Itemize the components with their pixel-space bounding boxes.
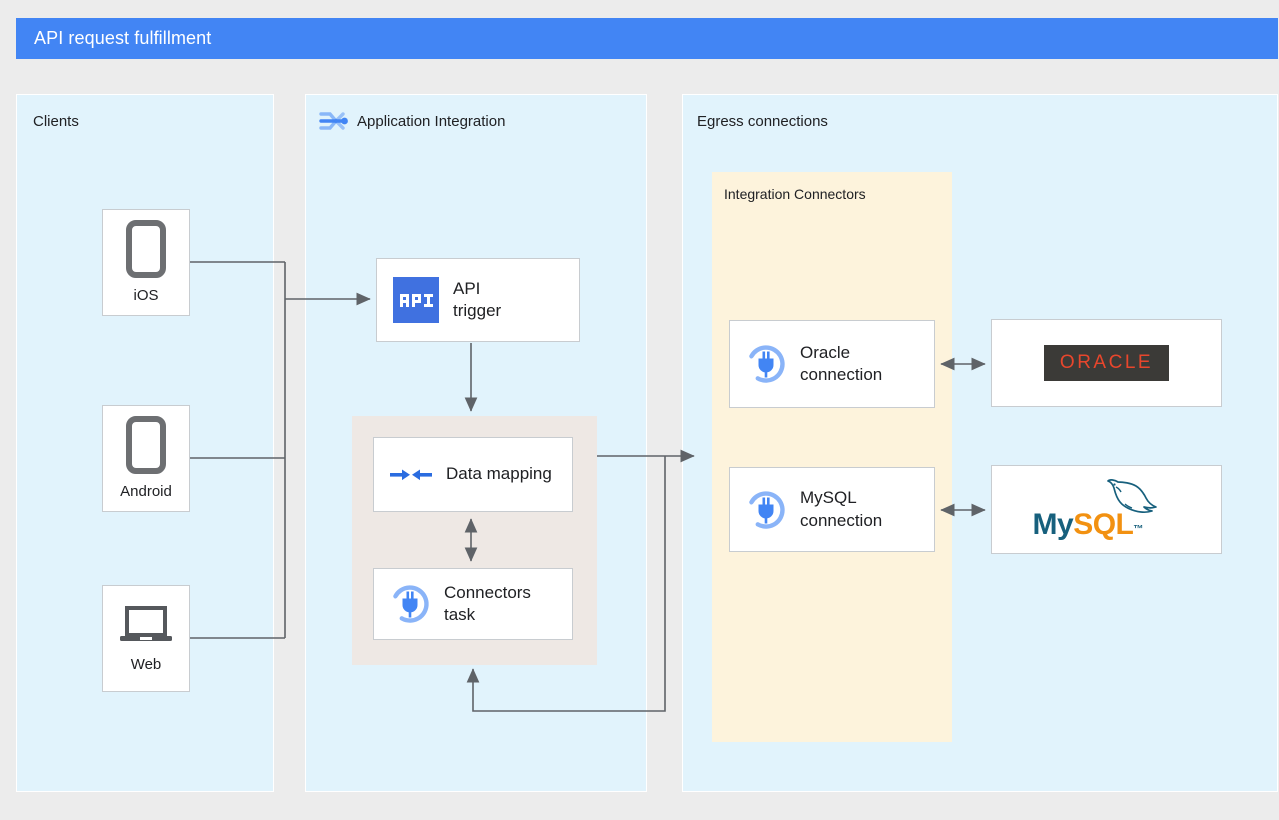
connector-plug-icon — [746, 490, 786, 530]
diagram-title: API request fulfillment — [34, 28, 212, 48]
node-label-connectors-task: Connectors task — [444, 582, 531, 624]
panel-label-application-integration: Application Integration — [357, 113, 506, 130]
node-label-data-mapping: Data mapping — [446, 464, 552, 484]
mysql-logo: MySQL™ — [1027, 478, 1187, 542]
laptop-icon — [118, 603, 174, 647]
panel-label-clients: Clients — [33, 113, 79, 130]
panel-label-egress-connections: Egress connections — [697, 113, 828, 130]
mysql-wordmark: MySQL™ — [1032, 507, 1144, 542]
node-oracle-connection[interactable]: Oracle connection — [729, 320, 935, 408]
node-mysql-connection[interactable]: MySQL connection — [729, 467, 935, 552]
node-mysql-system: MySQL™ — [991, 465, 1222, 554]
client-label-web: Web — [130, 655, 162, 673]
node-connectors-task[interactable]: Connectors task — [373, 568, 573, 640]
node-label-mysql-connection: MySQL connection — [800, 488, 883, 530]
client-node-android[interactable]: Android — [102, 405, 190, 512]
node-oracle-system: ORACLE — [991, 319, 1222, 407]
mysql-wordmark-sql: SQL — [1073, 507, 1134, 541]
mysql-wordmark-my: My — [1032, 507, 1074, 541]
application-integration-icon — [317, 107, 349, 142]
mobile-phone-icon — [125, 219, 167, 278]
node-label-api-trigger: API trigger — [453, 278, 502, 320]
node-api-trigger[interactable]: API trigger — [376, 258, 580, 342]
client-node-ios[interactable]: iOS — [102, 209, 190, 316]
api-icon — [393, 277, 439, 323]
mobile-phone-icon — [125, 415, 167, 474]
client-label-ios: iOS — [133, 286, 159, 304]
panel-label-integration-connectors: Integration Connectors — [724, 186, 866, 202]
dolphin-icon — [1101, 478, 1163, 525]
node-data-mapping[interactable]: Data mapping — [373, 437, 573, 512]
data-mapping-icon — [390, 462, 432, 488]
client-label-android: Android — [120, 482, 172, 500]
connector-plug-icon — [746, 344, 786, 384]
diagram-title-bar: API request fulfillment — [16, 18, 1278, 59]
mysql-trademark: ™ — [1133, 523, 1143, 535]
panel-integration-connectors — [712, 172, 952, 742]
client-node-web[interactable]: Web — [102, 585, 190, 692]
oracle-logo: ORACLE — [1043, 345, 1170, 381]
node-label-oracle-connection: Oracle connection — [800, 342, 883, 384]
connector-plug-icon — [390, 584, 430, 624]
